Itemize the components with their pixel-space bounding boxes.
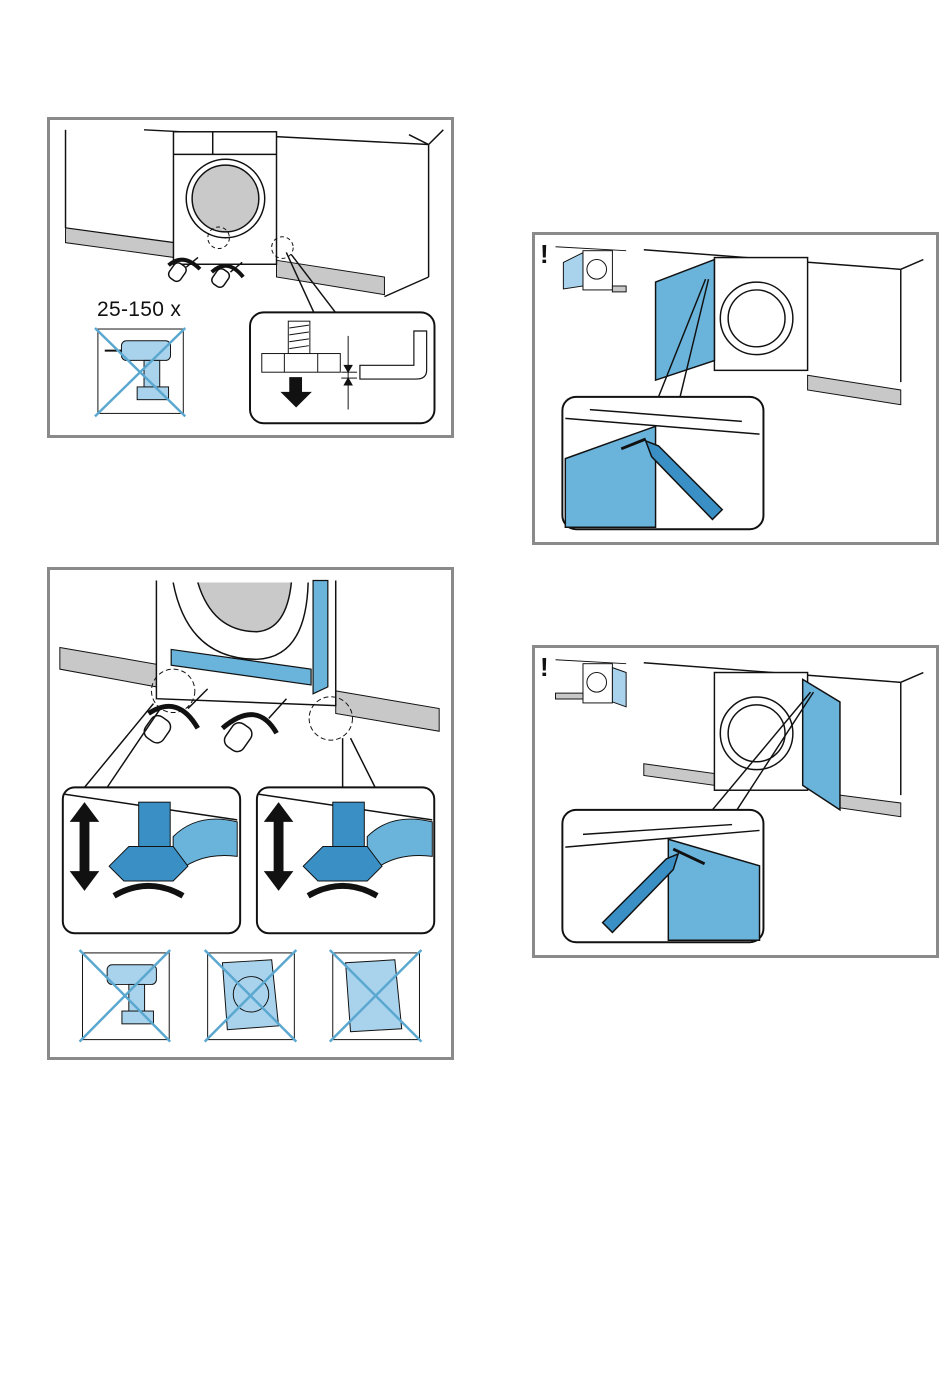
screwdriver-clockwise-icon	[167, 256, 202, 283]
leveling-illustration	[59, 579, 440, 1043]
callout-pointer	[711, 691, 815, 811]
open-door-panel-icon	[654, 258, 716, 382]
thumbnail-door-right-icon	[555, 659, 627, 708]
pencil-icon	[644, 439, 724, 521]
open-door-panel-icon	[801, 678, 841, 812]
washing-machine	[713, 256, 809, 372]
figure-mark-door-right: !	[532, 645, 939, 958]
pencil-icon	[601, 852, 680, 934]
turn-count-label: 25-150 x	[97, 298, 182, 321]
washing-machine	[172, 131, 278, 265]
figure-adjust-feet: 25-150 x	[47, 117, 454, 438]
plinth-right	[807, 374, 902, 406]
spirit-level-horizontal-icon	[170, 648, 312, 686]
no-tilted-washer-front-icon	[203, 949, 298, 1043]
plinth-left	[59, 646, 157, 688]
door-marking-left-illustration	[555, 246, 924, 531]
callout-pencil-mark	[561, 808, 765, 944]
washing-machine	[155, 580, 337, 707]
l-shaped-key-icon	[359, 330, 428, 380]
callout-pointer	[285, 252, 336, 313]
up-down-arrow-icon	[69, 802, 100, 891]
down-arrow-icon	[280, 377, 312, 408]
up-down-arrow-icon	[263, 802, 294, 891]
foot-marker-icons	[150, 668, 353, 741]
foot-detail-icon	[261, 320, 341, 373]
figure-mark-door-left: !	[532, 232, 939, 545]
figure-level-and-wrench	[47, 567, 454, 1060]
rotate-arrow-icon	[306, 883, 379, 899]
wrench-callout-left	[61, 786, 242, 935]
spirit-level-vertical-icon	[312, 579, 329, 695]
plinth-right	[839, 794, 902, 818]
callout-pointer	[657, 278, 710, 398]
wrench-callout-right	[255, 786, 436, 935]
no-power-drill-icon	[94, 327, 187, 418]
washer-under-counter-illustration	[64, 129, 444, 425]
screwdriver-counterclockwise-icon	[220, 698, 288, 753]
plinth-left	[643, 763, 715, 786]
callout-pencil-mark	[561, 395, 765, 531]
callout-pointer-left	[83, 703, 161, 788]
door-marking-right-illustration	[555, 659, 924, 944]
washing-machine	[713, 671, 809, 791]
warning-mark: !	[540, 652, 549, 682]
warning-mark: !	[540, 239, 549, 269]
plinth-right	[276, 259, 385, 296]
thumbnail-door-left-icon	[555, 246, 627, 293]
no-power-drill-icon	[78, 949, 172, 1043]
screwdriver-counterclockwise-icon	[210, 261, 245, 288]
plinth-left	[65, 227, 174, 258]
no-tilted-washer-side-icon	[328, 949, 423, 1043]
callout-pointer-right	[341, 737, 376, 788]
rotate-arrow-icon	[112, 883, 185, 899]
gap-dimension-icon	[341, 335, 357, 410]
